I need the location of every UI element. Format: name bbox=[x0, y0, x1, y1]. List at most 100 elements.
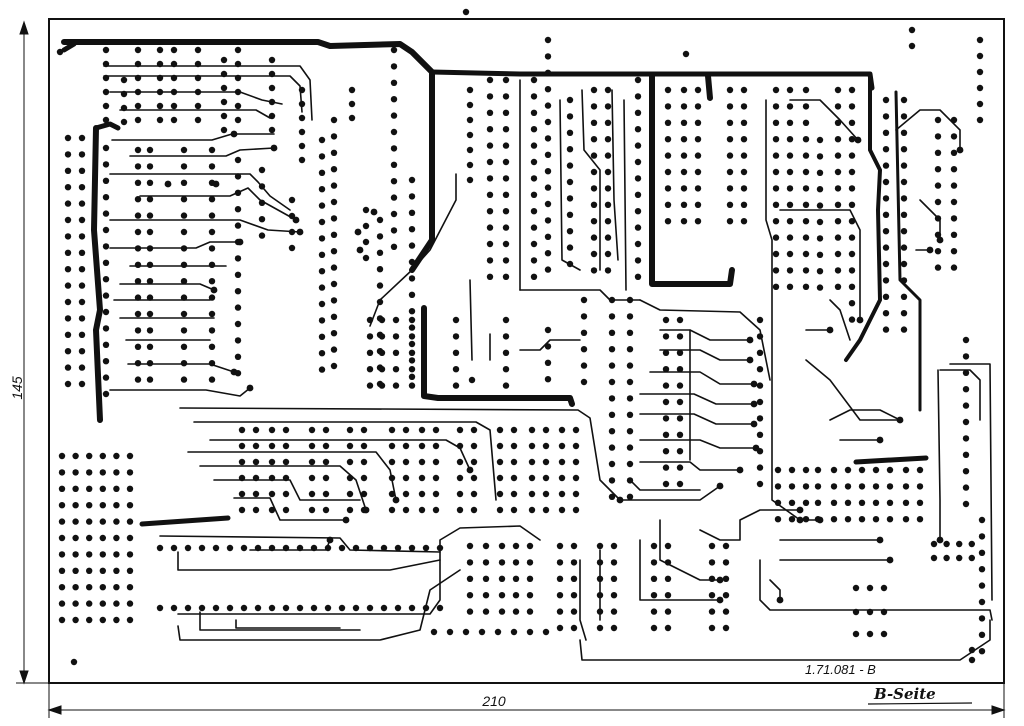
pad bbox=[796, 516, 804, 524]
pad bbox=[58, 518, 66, 525]
pad bbox=[78, 364, 86, 371]
pad bbox=[180, 179, 188, 186]
pad bbox=[580, 313, 588, 320]
pad bbox=[544, 86, 552, 93]
pad bbox=[544, 69, 552, 77]
pad bbox=[408, 349, 416, 356]
pad bbox=[814, 499, 822, 506]
pad bbox=[848, 103, 856, 110]
pad bbox=[486, 273, 494, 280]
pad bbox=[388, 426, 396, 434]
pad bbox=[366, 316, 374, 324]
pad bbox=[208, 212, 216, 219]
pad bbox=[282, 426, 290, 434]
pad bbox=[64, 380, 72, 388]
pad bbox=[86, 584, 93, 591]
pad bbox=[848, 267, 856, 274]
pad bbox=[318, 186, 326, 193]
pad bbox=[512, 592, 520, 599]
pad bbox=[126, 502, 134, 509]
pad bbox=[858, 499, 866, 506]
pad bbox=[346, 474, 354, 482]
pad bbox=[212, 604, 220, 612]
pad bbox=[78, 249, 86, 256]
pad bbox=[834, 185, 842, 192]
pad bbox=[604, 250, 612, 258]
pad bbox=[194, 60, 202, 68]
pad bbox=[466, 176, 474, 184]
pad bbox=[664, 201, 672, 208]
pad bbox=[816, 169, 824, 176]
trace bbox=[639, 413, 755, 425]
pad bbox=[99, 584, 107, 591]
pad bbox=[348, 86, 356, 94]
pad bbox=[198, 544, 206, 552]
pad bbox=[432, 426, 440, 434]
pad bbox=[156, 102, 164, 110]
trace bbox=[187, 451, 397, 501]
side-label-underline bbox=[867, 702, 973, 705]
pad bbox=[756, 349, 764, 356]
pad bbox=[530, 109, 538, 117]
pad bbox=[858, 483, 866, 490]
pad bbox=[626, 444, 634, 451]
pad bbox=[544, 36, 552, 44]
pad bbox=[234, 320, 242, 328]
pad bbox=[604, 267, 612, 274]
pad bbox=[726, 152, 734, 159]
pad bbox=[134, 360, 142, 367]
pad bbox=[392, 496, 400, 504]
pad bbox=[126, 584, 134, 591]
pad bbox=[596, 608, 604, 615]
pad bbox=[502, 316, 510, 324]
pad bbox=[230, 368, 238, 376]
pad bbox=[542, 458, 550, 466]
pad bbox=[530, 76, 538, 84]
pad bbox=[604, 218, 612, 225]
pad bbox=[512, 608, 520, 615]
pad bbox=[626, 362, 634, 369]
pad bbox=[146, 376, 154, 383]
pad bbox=[210, 286, 218, 294]
pad bbox=[604, 86, 612, 94]
trace bbox=[209, 439, 471, 471]
pad bbox=[388, 442, 396, 450]
pad bbox=[722, 624, 730, 632]
pad bbox=[886, 466, 894, 474]
pad bbox=[212, 180, 220, 188]
trace bbox=[111, 133, 275, 141]
pad bbox=[740, 136, 748, 143]
pad bbox=[208, 163, 216, 170]
pad bbox=[976, 100, 984, 108]
pad bbox=[676, 448, 684, 455]
pad bbox=[238, 426, 246, 434]
pad bbox=[816, 136, 824, 144]
pad bbox=[102, 144, 110, 152]
pad bbox=[834, 234, 842, 241]
pad bbox=[268, 544, 276, 552]
pad bbox=[572, 506, 580, 514]
pad bbox=[848, 250, 856, 258]
pad bbox=[590, 168, 598, 176]
trace bbox=[705, 73, 713, 101]
pad bbox=[486, 224, 494, 231]
pad bbox=[330, 231, 338, 238]
pad bbox=[976, 84, 984, 92]
pad bbox=[346, 506, 354, 514]
pad bbox=[902, 499, 910, 506]
pad bbox=[902, 516, 910, 523]
pad bbox=[930, 540, 938, 548]
pad bbox=[120, 118, 128, 126]
pad bbox=[882, 260, 890, 268]
pad bbox=[502, 240, 510, 248]
pad bbox=[502, 142, 510, 149]
pad bbox=[99, 485, 107, 492]
pad bbox=[608, 395, 616, 402]
pad bbox=[194, 116, 202, 124]
pad bbox=[220, 98, 228, 106]
pad bbox=[786, 119, 794, 127]
pad bbox=[466, 161, 474, 169]
pad bbox=[590, 86, 598, 94]
pad bbox=[354, 228, 362, 236]
trace bbox=[103, 75, 303, 113]
